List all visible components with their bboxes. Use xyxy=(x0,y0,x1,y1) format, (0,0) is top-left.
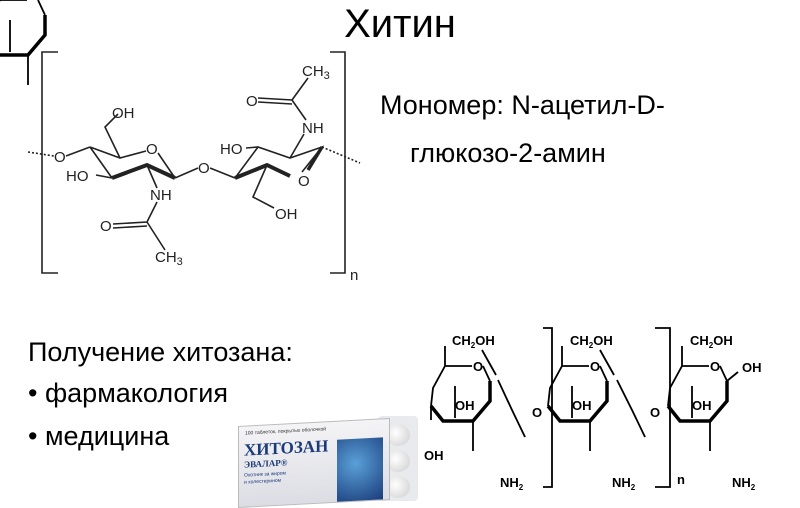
monomer-line-2: глюкозо-2-амин xyxy=(410,138,606,168)
chitosan-structure xyxy=(0,0,671,488)
label-ch2oh: CH2OH xyxy=(690,333,733,350)
slide-title: Хитин xyxy=(344,2,456,46)
box-brand: ЭВАЛАР® xyxy=(244,457,288,470)
label-oh: OH xyxy=(112,105,135,122)
label-bridge-o: O xyxy=(532,405,542,420)
label-nh2: NH2 xyxy=(732,475,756,492)
label-bridge-o: O xyxy=(650,405,660,420)
chitin-structure: OH O O HO NH O CH3 O HO O NH O CH3 OH n xyxy=(0,0,762,492)
label-ho: HO xyxy=(220,141,243,158)
label-o: O xyxy=(473,359,483,374)
box-tagline-2: и холестерином xyxy=(244,477,282,486)
label-oh: OH xyxy=(424,448,444,463)
label-oh: OH xyxy=(742,360,762,375)
label-o: O xyxy=(590,359,600,374)
label-nh2: NH2 xyxy=(500,475,524,492)
label-o: O xyxy=(100,218,112,235)
bullet-medicine: • медицина xyxy=(28,421,170,451)
label-nh: NH xyxy=(302,120,324,137)
box-picture xyxy=(337,437,383,502)
label-ho: HO xyxy=(66,168,89,185)
label-oh: OH xyxy=(275,206,298,223)
label-ring-o: O xyxy=(146,141,158,158)
pill xyxy=(386,450,410,472)
pill xyxy=(386,476,410,498)
pill xyxy=(386,424,410,446)
chitosan-heading: Получение хитозана: xyxy=(28,337,293,367)
label-ch2oh: CH2OH xyxy=(570,333,613,350)
label-ch3: CH3 xyxy=(155,249,183,268)
label-o: O xyxy=(246,93,258,110)
label-ch3: CH3 xyxy=(302,63,330,82)
bullet-pharmacology: • фармакология xyxy=(28,378,228,408)
label-oh: OH xyxy=(572,398,592,413)
label-n: n xyxy=(350,267,358,284)
label-nh2: NH2 xyxy=(612,475,636,492)
label-n: n xyxy=(677,472,685,487)
chitosan-product-box: 100 таблеток, покрытых оболочкой ХИТОЗАН… xyxy=(238,418,390,508)
label-o: O xyxy=(710,359,720,374)
label-ch2oh: CH2OH xyxy=(452,333,495,350)
label-ring-o: O xyxy=(298,173,310,190)
monomer-line-1: Мономер: N-ацетил-D- xyxy=(380,90,665,120)
box-top-line: 100 таблеток, покрытых оболочкой xyxy=(245,426,327,437)
label-glycosidic-o: O xyxy=(198,160,210,177)
label-o: O xyxy=(54,149,66,166)
label-nh: NH xyxy=(150,187,172,204)
label-oh: OH xyxy=(692,398,712,413)
label-oh: OH xyxy=(455,398,475,413)
